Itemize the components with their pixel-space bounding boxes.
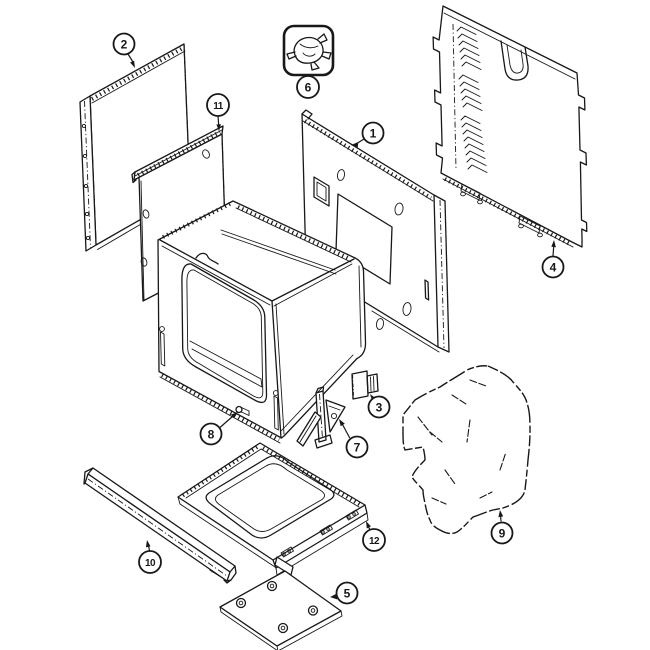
square-cutout: [313, 176, 330, 207]
right-face-top-edge: [271, 258, 355, 302]
top-face-seam: [220, 229, 337, 275]
gusset: [325, 399, 346, 433]
vent-louvers-top: [456, 26, 482, 70]
callout-4[interactable]: 4: [541, 255, 565, 279]
door-opening: [181, 263, 268, 404]
callout-number: 12: [369, 536, 380, 547]
panel-opening-outline: [335, 193, 393, 285]
cavity-interior-lines: [189, 340, 263, 388]
part-mounting-clip: [351, 370, 379, 400]
callout-2[interactable]: 2: [112, 32, 136, 56]
frame-right-edge: [271, 300, 282, 439]
callout-number: 6: [305, 80, 312, 94]
part-oven-cavity: [157, 200, 367, 444]
callout-number: 5: [344, 586, 351, 600]
vent-louvers-mid: [458, 74, 483, 111]
pan-recess: [205, 455, 335, 539]
part-small-hardware-item: [282, 24, 335, 77]
callout-10[interactable]: 10: [138, 550, 162, 574]
callout-number: 7: [354, 440, 361, 454]
skirt-tabs: [280, 509, 359, 558]
callout-number: 3: [376, 400, 383, 414]
front-skirt: [272, 504, 368, 569]
callout-number: 10: [145, 558, 156, 569]
callout-number: 9: [499, 526, 506, 540]
callout-5[interactable]: 5: [335, 581, 359, 605]
cavity-screw: [235, 405, 250, 416]
callout-7[interactable]: 7: [345, 435, 369, 459]
frame-top-edge: [159, 239, 273, 302]
callout-11[interactable]: 11: [206, 93, 230, 117]
callout-number: 4: [550, 260, 557, 274]
detail-box: [282, 24, 335, 77]
callout-6[interactable]: 6: [296, 75, 320, 99]
callout-number: 1: [370, 126, 377, 140]
part-vented-back-shield: [432, 5, 588, 248]
callout-number: 11: [213, 101, 224, 112]
part-rear-panel: [301, 109, 450, 353]
callout-9[interactable]: 9: [490, 521, 514, 545]
callout-number: 2: [121, 37, 128, 51]
part-support-bracket: [296, 386, 346, 449]
callout-1[interactable]: 1: [361, 121, 385, 145]
part-bottom-access-plate: [219, 570, 343, 650]
callout-8[interactable]: 8: [199, 422, 223, 446]
u-notch: [500, 40, 529, 81]
callout-3[interactable]: 3: [367, 395, 391, 419]
callout-number: 8: [208, 427, 215, 441]
panel-flange: [79, 95, 97, 252]
part-front-rail: [83, 467, 237, 584]
callout-12[interactable]: 12: [362, 528, 386, 552]
callouts: 1 2 3 4 5 6 7 8 9 10 11: [112, 32, 565, 605]
plate-grommets: [235, 580, 319, 634]
vent-louvers-bottom: [460, 115, 488, 173]
part-insulation-wrap: [402, 365, 531, 535]
